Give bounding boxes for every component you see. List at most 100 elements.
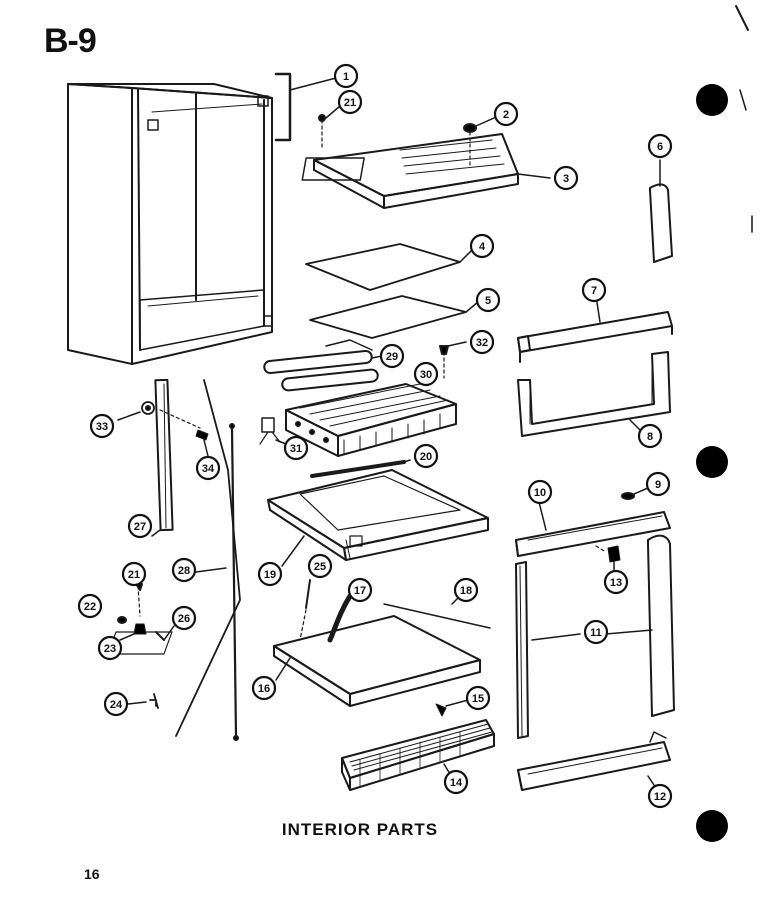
callout-circle (581, 277, 607, 303)
callout-circle (465, 685, 491, 711)
callout-circle (469, 329, 495, 355)
channel-8 (517, 351, 671, 437)
callout-c5: 5 (475, 287, 501, 313)
callout-c30: 30 (413, 361, 439, 387)
top-cover (301, 133, 519, 209)
trim-6 (649, 183, 673, 263)
evaporator-30 (285, 383, 457, 457)
callout-number: 30 (420, 369, 432, 381)
callout-c21b: 21 (121, 561, 147, 587)
callout-circle (103, 691, 129, 717)
callout-c1: 1 (333, 63, 359, 89)
callout-c26: 26 (171, 605, 197, 631)
callout-number: 29 (386, 351, 398, 363)
callout-circle (453, 577, 479, 603)
callout-c14: 14 (443, 769, 469, 795)
callout-number: 9 (655, 479, 661, 491)
callout-number: 20 (420, 451, 432, 463)
callout-c7: 7 (581, 277, 607, 303)
callout-number: 18 (460, 585, 472, 597)
callout-number: 10 (534, 487, 546, 499)
callout-number: 27 (134, 521, 146, 533)
callout-circle (475, 287, 501, 313)
callout-c10: 10 (527, 479, 553, 505)
callout-c21a: 21 (337, 89, 363, 115)
freezer-tray-19 (267, 469, 489, 561)
diagram-caption: INTERIOR PARTS (281, 820, 439, 839)
callout-c27: 27 (127, 513, 153, 539)
callout-number: 14 (450, 777, 463, 789)
callout-circle (171, 557, 197, 583)
callout-c3: 3 (553, 165, 579, 191)
callout-c28: 28 (171, 557, 197, 583)
callout-c15: 15 (465, 685, 491, 711)
callout-circle (195, 455, 221, 481)
callout-number: 25 (314, 561, 326, 573)
callout-circle (121, 561, 147, 587)
callout-c32: 32 (469, 329, 495, 355)
callout-c33: 33 (89, 413, 115, 439)
callout-circle (89, 413, 115, 439)
callout-circle (379, 343, 405, 369)
rod-28 (175, 379, 241, 741)
callout-circle (603, 569, 629, 595)
callout-number: 26 (178, 613, 190, 625)
callout-circle (307, 553, 333, 579)
callout-c4: 4 (469, 233, 495, 259)
callout-c12: 12 (647, 783, 673, 809)
side-panel-11-left (515, 561, 529, 739)
callout-number: 17 (354, 585, 366, 597)
callout-circle (443, 769, 469, 795)
wire-18 (383, 603, 491, 629)
callout-number: 21 (344, 97, 356, 109)
callout-number: 8 (647, 431, 653, 443)
callout-circle (127, 513, 153, 539)
callout-number: 33 (96, 421, 108, 433)
callout-c34: 34 (195, 455, 221, 481)
side-panel-11-right (647, 534, 675, 717)
callout-number: 28 (178, 565, 190, 577)
callout-circle (97, 635, 123, 661)
callout-number: 12 (654, 791, 666, 803)
callout-number: 11 (590, 627, 602, 639)
grille-14 (341, 719, 495, 791)
callout-c9: 9 (645, 471, 671, 497)
callout-circle (413, 361, 439, 387)
callout-number: 7 (591, 285, 597, 297)
callout-number: 2 (503, 109, 509, 121)
callout-circle (645, 471, 671, 497)
binder-hole-top (696, 84, 728, 116)
callout-circle (527, 479, 553, 505)
cabinet-shell (67, 83, 273, 365)
callout-number: 16 (258, 683, 270, 695)
drip-tray-16 (107, 615, 481, 707)
callout-circle (171, 605, 197, 631)
callout-c31: 31 (283, 435, 309, 461)
callout-number: 6 (657, 141, 663, 153)
callout-circle (553, 165, 579, 191)
binder-hole-middle (696, 446, 728, 478)
callout-c8: 8 (637, 423, 663, 449)
callout-number: 22 (84, 601, 96, 613)
callout-c2: 2 (493, 101, 519, 127)
callout-number: 13 (610, 577, 622, 589)
callout-circle (583, 619, 609, 645)
callout-circle (647, 133, 673, 159)
callout-circle (647, 783, 673, 809)
callout-circle (347, 577, 373, 603)
panel-5 (309, 295, 467, 339)
callout-circle (493, 101, 519, 127)
callout-number: 4 (479, 241, 486, 253)
callout-circle (637, 423, 663, 449)
callout-c13: 13 (603, 569, 629, 595)
callout-circle (337, 89, 363, 115)
callout-c22: 22 (77, 593, 103, 619)
callout-c18: 18 (453, 577, 479, 603)
callout-number: 31 (290, 443, 302, 455)
callout-circle (251, 675, 277, 701)
callout-circle (413, 443, 439, 469)
callout-number: 34 (202, 463, 215, 475)
